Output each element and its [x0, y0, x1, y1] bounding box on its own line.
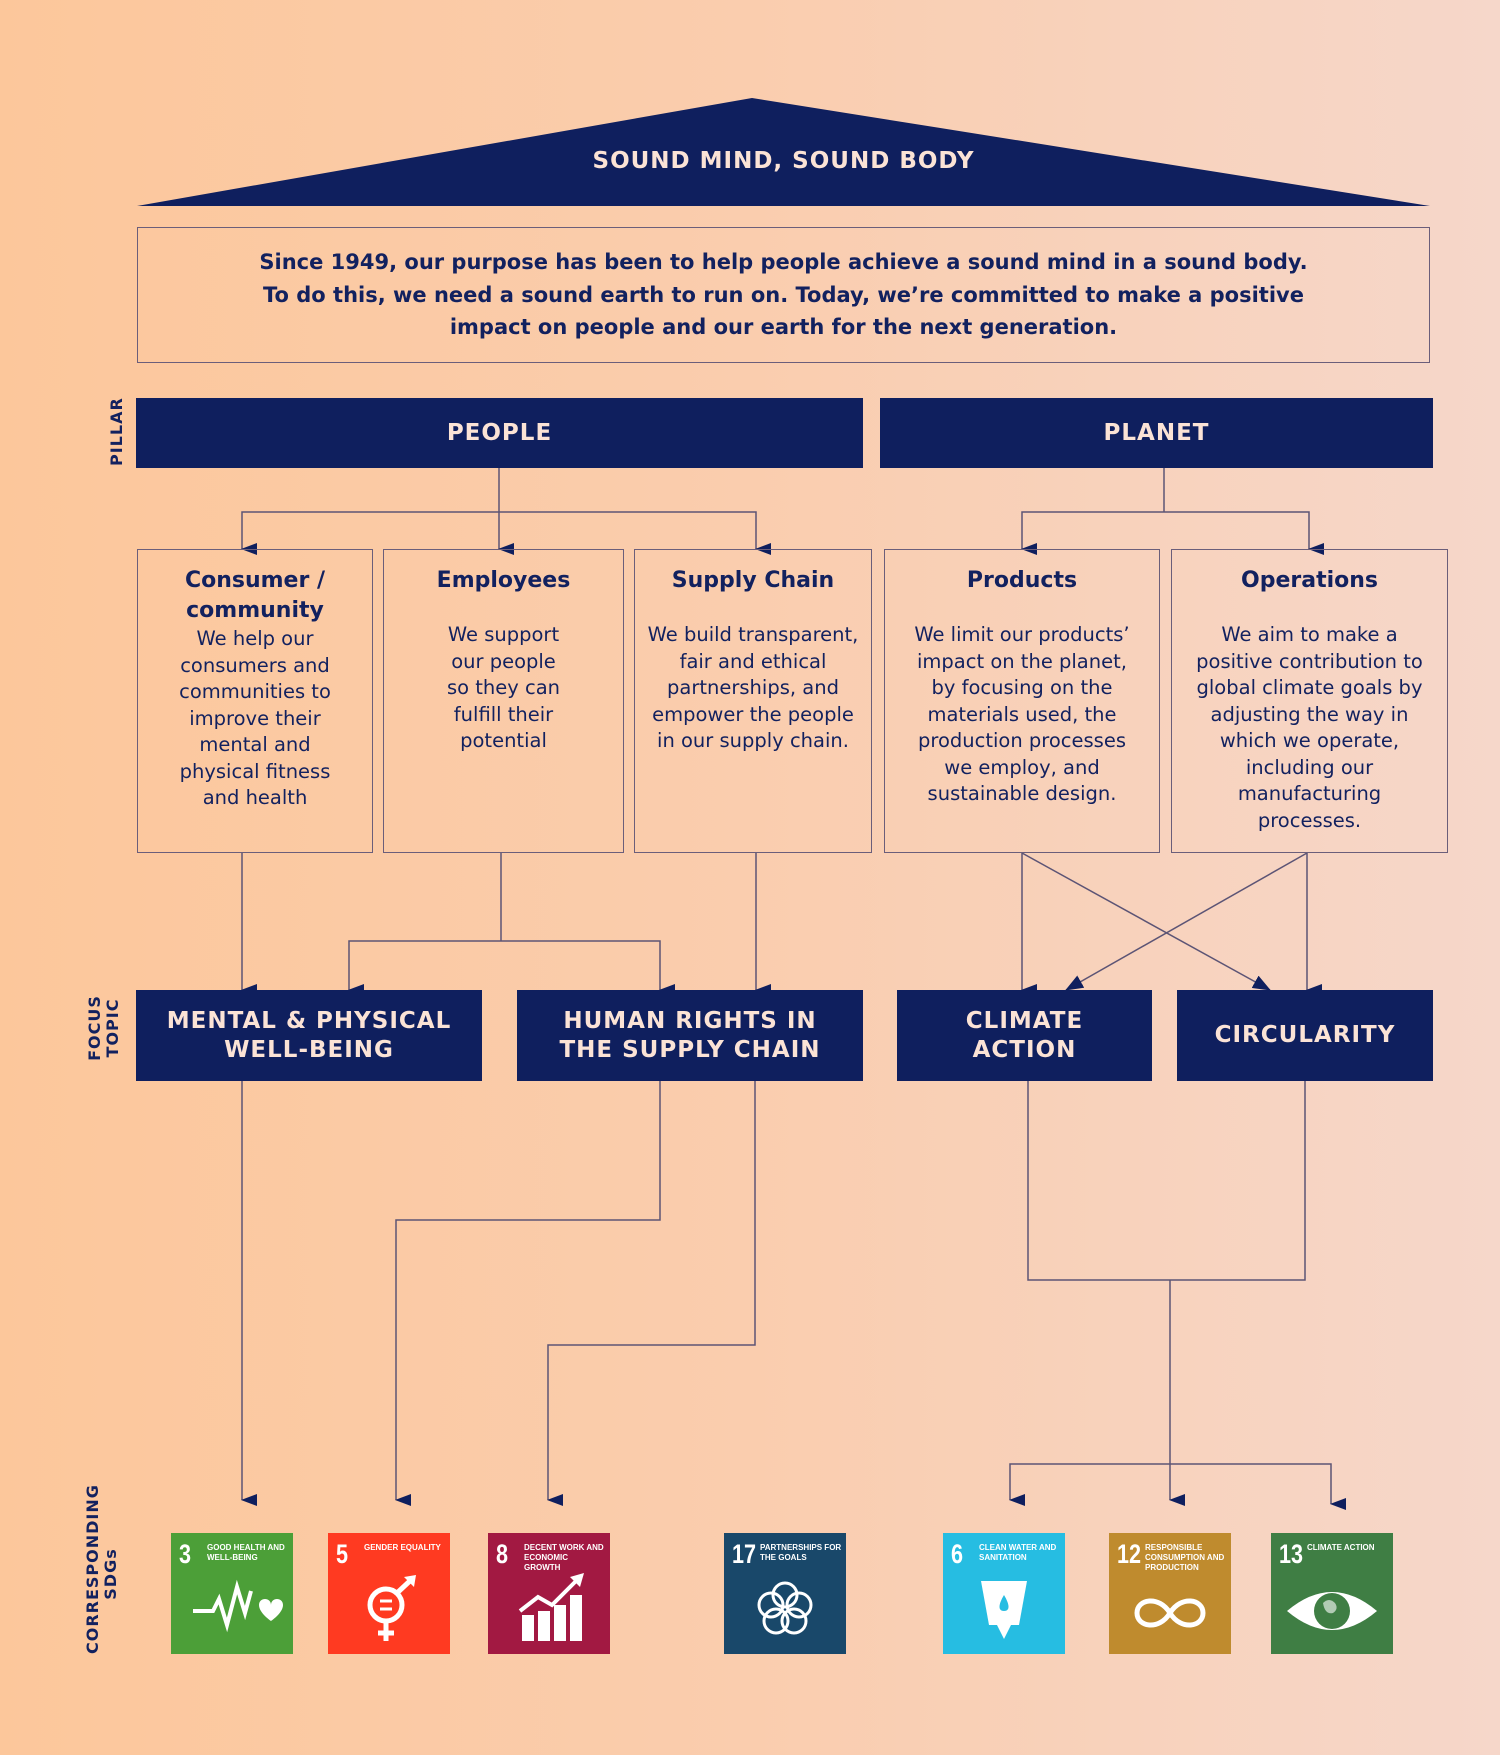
growth-chart-icon	[518, 1573, 584, 1641]
card-title: Products	[966, 568, 1078, 593]
card-employees: Employees We support our people so they …	[383, 549, 624, 853]
card-supply-chain: Supply Chain We build transparent, fair …	[634, 549, 872, 853]
sdg-8-tile: 8 Decent work and economic growth	[488, 1533, 610, 1654]
card-consumer-community: Consumer / community We help our consume…	[137, 549, 373, 853]
sdg-5-tile: 5 Gender equality	[328, 1533, 450, 1654]
pillar-people: PEOPLE	[136, 398, 863, 468]
focus-line2: WELL-BEING	[224, 1036, 394, 1063]
side-label-sdg-line1: CORRESPONDING	[83, 1484, 102, 1654]
purpose-line-2: To do this, we need a sound earth to run…	[263, 282, 1304, 307]
focus-line1: CIRCULARITY	[1214, 1022, 1396, 1048]
sdg-number: 17	[732, 1539, 757, 1569]
card-title: Employees	[436, 568, 571, 593]
sdg-number: 3	[179, 1539, 192, 1569]
side-label-sdg-line2: SDGs	[101, 1548, 120, 1600]
roof-shape	[137, 98, 1430, 206]
infinity-icon	[1134, 1598, 1206, 1628]
sdg-label: Clean water and sanitation	[979, 1543, 1057, 1562]
sdg-number: 6	[951, 1539, 964, 1569]
sdg-label: Responsible consumption and production	[1145, 1543, 1225, 1572]
purpose-line-3: impact on people and our earth for the n…	[449, 315, 1118, 340]
focus-line1: HUMAN RIGHTS IN	[563, 1007, 817, 1034]
focus-line2: ACTION	[972, 1036, 1077, 1063]
side-label-focus-topic: FOCUS TOPIC	[85, 988, 122, 1068]
sdg-13-tile: 13 Climate action	[1271, 1533, 1393, 1654]
sdg-6-tile: 6 Clean water and sanitation	[943, 1533, 1065, 1654]
water-glass-icon	[981, 1581, 1027, 1639]
card-products: Products We limit our products’ impact o…	[884, 549, 1160, 853]
card-title: Consumer / community	[184, 568, 326, 623]
side-label-focus-line1: FOCUS	[85, 995, 104, 1061]
card-text: We help our consumers and communities to…	[179, 627, 331, 809]
sdg-number: 12	[1117, 1539, 1142, 1569]
card-text: We support our people so they can fulfil…	[446, 623, 561, 752]
side-label-pillar: PILLAR	[107, 397, 126, 466]
sdg-label: Decent work and economic growth	[524, 1543, 604, 1572]
card-title: Operations	[1241, 568, 1378, 593]
heartbeat-icon	[193, 1579, 283, 1633]
sdg-12-tile: 12 Responsible consumption and productio…	[1109, 1533, 1231, 1654]
earth-eye-icon	[1287, 1592, 1377, 1630]
focus-line2: THE SUPPLY CHAIN	[559, 1036, 821, 1063]
purpose-statement: Since 1949, our purpose has been to help…	[137, 227, 1430, 363]
sdg-number: 8	[496, 1539, 509, 1569]
purpose-line-1: Since 1949, our purpose has been to help…	[259, 250, 1308, 275]
sdg-label: Partnerships for the goals	[760, 1543, 842, 1562]
side-label-pillar-text: PILLAR	[107, 397, 126, 466]
side-label-focus-line2: TOPIC	[103, 998, 122, 1058]
gender-equality-icon	[367, 1575, 416, 1641]
card-title: Supply Chain	[671, 568, 835, 593]
sdg-3-tile: 3 Good health and well-being	[171, 1533, 293, 1654]
sdg-label: Climate action	[1307, 1543, 1375, 1552]
card-operations: Operations We aim to make a positive con…	[1171, 549, 1448, 853]
focus-circularity: CIRCULARITY	[1177, 990, 1433, 1081]
partnership-rings-icon	[757, 1581, 813, 1635]
card-text: We aim to make a positive contribution t…	[1196, 623, 1423, 832]
sdg-label: Good health and well-being	[207, 1543, 285, 1562]
sdg-17-tile: 17 Partnerships for the goals	[724, 1533, 846, 1654]
sdg-number: 5	[336, 1539, 349, 1569]
card-text: We limit our products’ impact on the pla…	[914, 623, 1130, 805]
pillar-planet: PLANET	[880, 398, 1433, 468]
focus-line1: MENTAL & PHYSICAL	[166, 1007, 452, 1034]
side-label-corresponding-sdgs: CORRESPONDING SDGs	[83, 1484, 120, 1654]
roof-title: SOUND MIND, SOUND BODY	[592, 148, 975, 174]
sdg-number: 13	[1279, 1539, 1304, 1569]
sdg-label: Gender equality	[364, 1543, 441, 1552]
card-text: We build transparent, fair and ethical p…	[647, 623, 859, 752]
focus-line1: CLIMATE	[965, 1007, 1084, 1034]
